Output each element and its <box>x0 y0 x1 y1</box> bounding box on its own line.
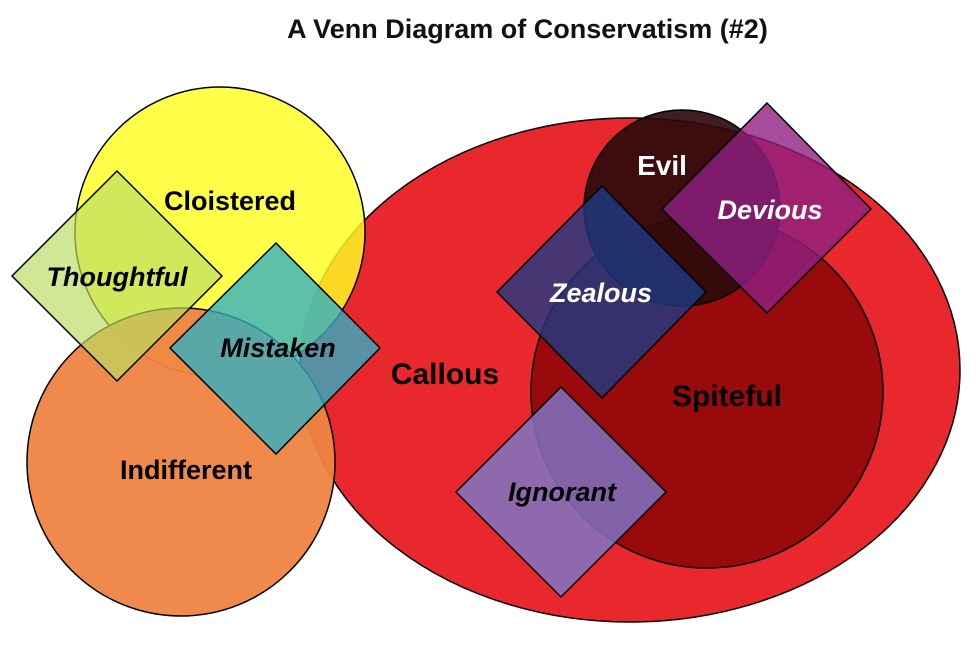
label-callous: Callous <box>391 358 499 391</box>
label-devious: Devious <box>717 195 822 225</box>
mistaken-region <box>168 241 382 456</box>
label-indifferent: Indifferent <box>120 455 252 485</box>
zealous-region <box>495 184 708 400</box>
label-spiteful: Spiteful <box>672 380 782 413</box>
label-cloistered: Cloistered <box>164 186 296 216</box>
label-thoughtful: Thoughtful <box>47 262 188 292</box>
label-zealous: Zealous <box>549 278 652 308</box>
label-mistaken: Mistaken <box>220 333 336 363</box>
devious-region <box>660 101 873 315</box>
thoughtful-region <box>10 169 224 383</box>
label-ignorant: Ignorant <box>508 477 617 507</box>
label-evil: Evil <box>637 150 687 181</box>
diagram-title: A Venn Diagram of Conservatism (#2) <box>287 14 768 44</box>
ignorant-region <box>454 385 668 599</box>
